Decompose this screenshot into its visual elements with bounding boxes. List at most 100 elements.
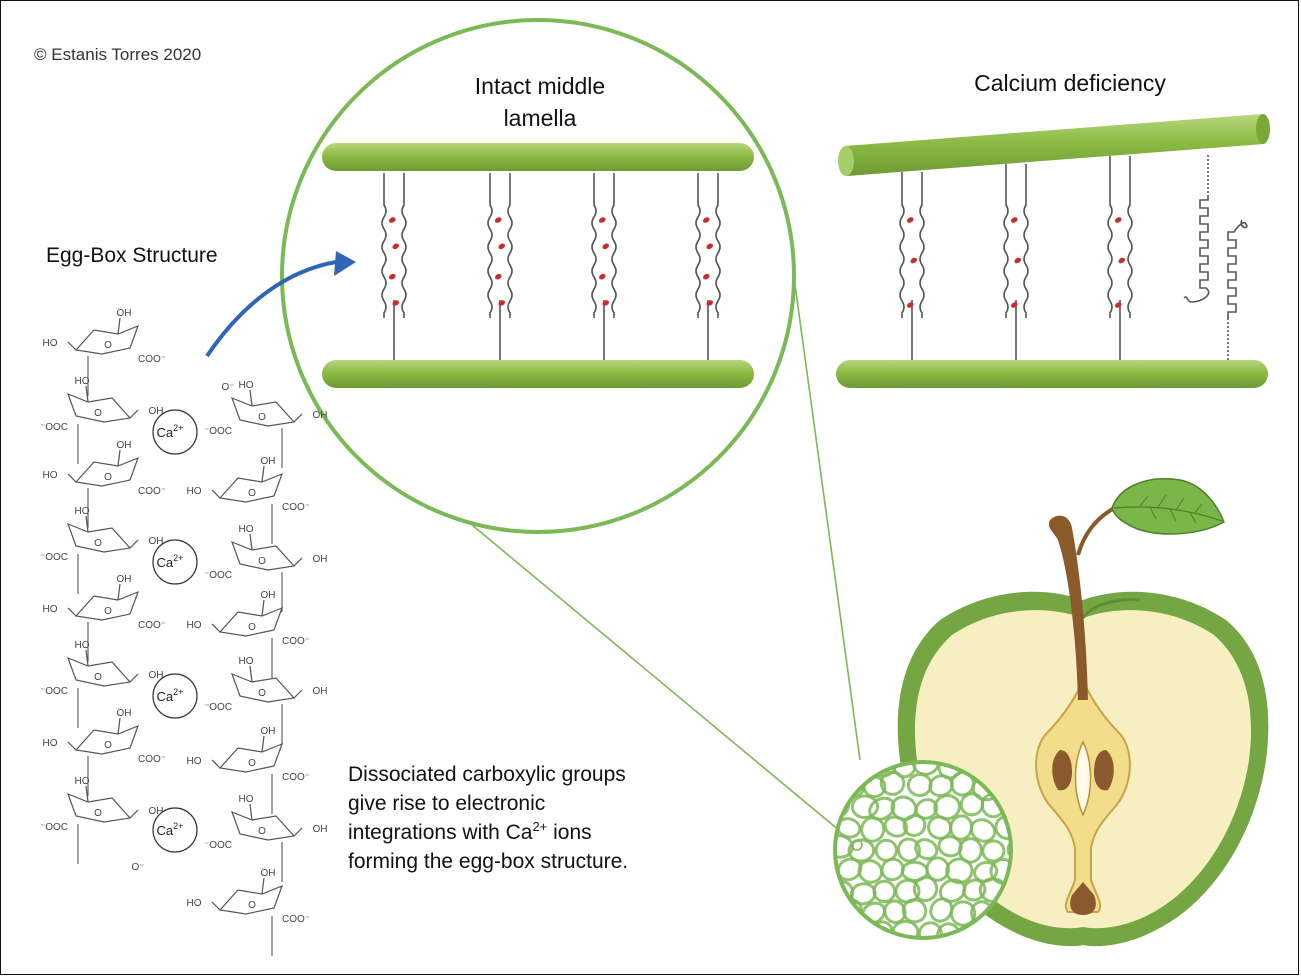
apple-seed-left: [1052, 750, 1072, 791]
calcium-ion-dot: [706, 243, 714, 250]
deficiency-bottom-rod: [836, 360, 1268, 388]
caption-calcium-charge: 2+: [532, 819, 548, 834]
hydroxyl-label: HO: [43, 604, 58, 615]
hydroxyl-label: OH: [149, 670, 164, 681]
hydroxyl-label: OH: [313, 824, 328, 835]
carboxylate-label: ⁻OOC: [204, 426, 232, 437]
carboxylate-label: COO⁻: [282, 772, 310, 783]
calcium-ion-dot: [392, 243, 400, 250]
plant-cell: [911, 762, 941, 776]
ring-oxygen-label: O: [104, 472, 112, 483]
hydroxyl-label: OH: [117, 440, 132, 451]
eggbox-structure: HOOHCOO⁻OOHHO⁻OOCOHOOHCOO⁻OOHHO⁻OOCOHOOH…: [40, 308, 328, 956]
hydroxyl-label: HO: [187, 898, 202, 909]
plant-cell: [860, 816, 886, 843]
eggbox-structure-title: Egg-Box Structure: [46, 244, 218, 267]
plant-cell: [902, 813, 927, 837]
deficiency-top-rod: [845, 114, 1264, 176]
hydroxyl-label: HO: [239, 656, 254, 667]
calcium-ion-dot: [498, 243, 506, 250]
intact-top-rod: [322, 143, 754, 171]
hydroxyl-label: OH: [149, 536, 164, 547]
hydroxyl-label: OH: [313, 410, 328, 421]
broken-chains: [1183, 155, 1248, 360]
deficiency-chain-1: [899, 172, 925, 318]
plant-cell: [927, 815, 953, 840]
plant-cell: [969, 818, 997, 843]
plant-cell: [847, 838, 876, 863]
calcium-deficiency-title: Calcium deficiency: [974, 70, 1166, 96]
hydroxyl-label: HO: [187, 486, 202, 497]
calcium-ion-dot: [494, 273, 502, 280]
plant-cell: [850, 794, 880, 820]
ring-oxygen-label: O: [258, 412, 266, 423]
intact-bottom-rod: [322, 360, 754, 388]
deficiency-chain-3: [1107, 156, 1133, 318]
intact-title-line-2: lamella: [503, 105, 577, 131]
ring-oxygen-label: O: [248, 622, 256, 633]
hydroxyl-label: HO: [75, 506, 90, 517]
intact-chain-2: [487, 173, 513, 318]
ring-oxygen-label: O: [94, 672, 102, 683]
plant-cell: [857, 859, 884, 884]
plant-cell: [835, 919, 851, 938]
calcium-ion-dot: [702, 273, 710, 280]
ring-oxygen-label: O: [248, 758, 256, 769]
ring-oxygen-label: O: [248, 488, 256, 499]
plant-cell: [896, 837, 921, 863]
hydroxyl-label: HO: [239, 794, 254, 805]
calcium-ion-dot: [1010, 302, 1018, 308]
plant-cell: [914, 838, 939, 861]
calcium-ion-dot: [498, 300, 506, 306]
hydroxyl-label: HO: [43, 738, 58, 749]
caption-line-3: integrations with Ca2+ ions: [348, 818, 728, 847]
calcium-ion-dot: [1114, 302, 1122, 308]
plant-cell: [847, 762, 877, 775]
hydroxyl-label: OH: [117, 708, 132, 719]
calcium-ion-dot: [388, 273, 396, 280]
carboxylate-label: ⁻OOC: [40, 422, 68, 433]
carboxylate-label: ⁻OOC: [204, 840, 232, 851]
plant-cell: [1006, 838, 1011, 861]
ring-oxygen-label: O: [258, 826, 266, 837]
hydroxyl-label: HO: [43, 338, 58, 349]
intact-lamella-title: Intact middle lamella: [440, 70, 640, 134]
carboxylate-label: ⁻OOC: [204, 702, 232, 713]
deficiency-pectin-chains: [899, 156, 1133, 360]
oxide-label: O⁻: [221, 382, 234, 393]
hydroxyl-label: OH: [313, 554, 328, 565]
calcium-ion-circle: [152, 539, 198, 585]
blue-arrow: [205, 251, 356, 358]
carboxylate-label: ⁻OOC: [204, 570, 232, 581]
calcium-ion-dot: [598, 273, 606, 280]
hydroxyl-label: OH: [117, 574, 132, 585]
calcium-ion-dot: [598, 217, 606, 223]
hydroxyl-label: HO: [75, 640, 90, 651]
carboxylate-label: COO⁻: [138, 354, 166, 365]
carboxylate-label: COO⁻: [282, 914, 310, 925]
calcium-ion-dot: [702, 217, 710, 223]
calcium-ion-dot: [906, 217, 914, 223]
calcium-ion-circle: [152, 409, 198, 455]
apple-stem: [1048, 515, 1088, 700]
hydroxyl-label: HO: [43, 470, 58, 481]
plant-cell: [835, 762, 852, 777]
hydroxyl-label: HO: [239, 524, 254, 535]
plant-cell: [981, 839, 1006, 863]
carboxylate-label: ⁻OOC: [40, 822, 68, 833]
calcium-ion-dot: [1114, 217, 1122, 223]
hydroxyl-label: OH: [149, 406, 164, 417]
plant-cell: [962, 878, 987, 902]
hydroxyl-label: OH: [261, 590, 276, 601]
plant-cell: [880, 857, 905, 882]
hydroxyl-label: HO: [187, 756, 202, 767]
carboxylate-label: COO⁻: [282, 636, 310, 647]
caption-line-3-end: ions: [547, 821, 592, 844]
cell-magnifier-circle: [833, 760, 1013, 940]
hydroxyl-label: HO: [187, 620, 202, 631]
carboxylate-label: ⁻OOC: [40, 552, 68, 563]
plant-cell: [872, 879, 897, 904]
plant-cell: [978, 923, 1006, 938]
plant-cell: [933, 794, 961, 821]
